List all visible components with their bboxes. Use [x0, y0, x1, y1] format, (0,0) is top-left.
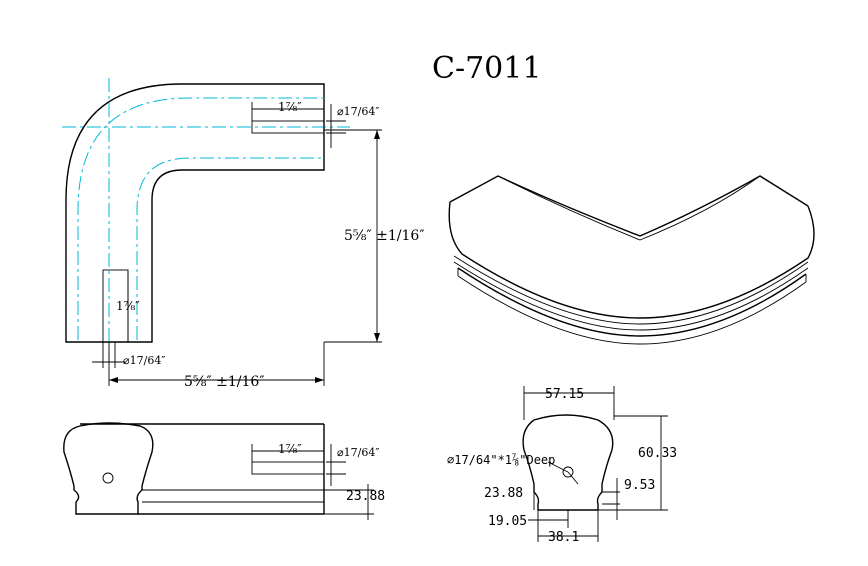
- side-bore-circle: [102, 472, 114, 484]
- side-bore-dia-label: ⌀17/64″: [337, 446, 379, 459]
- profile-base-width-label: 38.1: [548, 530, 579, 545]
- profile-hole: [562, 466, 574, 478]
- side-bore: [251, 461, 325, 475]
- isometric-view: [448, 175, 815, 345]
- side-view: 1⅞″ ⌀17/64″ 23.88: [63, 422, 385, 520]
- plan-bore-upper: [251, 120, 325, 134]
- plan-path-outer: [77, 97, 324, 340]
- profile-hole-note: ⌀17/64"*1⅞"Deep: [447, 453, 555, 467]
- plan-bore-depth-label: 1⅞″: [278, 100, 302, 114]
- plan-width-label: 5⅝″ ±1/16″: [184, 374, 265, 390]
- profile-view: 57.15 60.33 ⌀17/64"*1⅞"Deep 23.88 9.53 1…: [447, 386, 677, 545]
- profile-groove-depth-label: 19.05: [488, 514, 527, 529]
- plan-path-inner: [136, 157, 324, 340]
- plan-bore-dia-label: ⌀17/64″: [337, 105, 379, 118]
- profile-rail-height-label: 23.88: [484, 486, 523, 501]
- side-outline: [63, 422, 154, 515]
- plan-bore-depth-lower-label: 1⅞″: [116, 299, 140, 313]
- profile-outline: [522, 414, 614, 511]
- plan-height-label: 5⅝″ ±1/16″: [344, 228, 425, 244]
- plan-view: 1⅞″ ⌀17/64″ 1⅞″ ⌀17/64″ 5⅝″ ±1/16″ 5⅝″ ±…: [62, 78, 425, 390]
- profile-groove-label: 9.53: [624, 478, 655, 493]
- iso-body: [448, 201, 815, 319]
- profile-top-width-label: 57.15: [545, 387, 584, 402]
- profile-height-label: 60.33: [638, 446, 677, 461]
- plan-bore-dia-lower-label: ⌀17/64″: [123, 354, 165, 367]
- iso-top-face: [449, 175, 809, 237]
- plan-outline: [65, 83, 325, 343]
- drawing-title: C-7011: [432, 51, 541, 86]
- side-bore-depth-label: 1⅞″: [278, 442, 302, 456]
- side-height-label: 23.88: [346, 489, 385, 504]
